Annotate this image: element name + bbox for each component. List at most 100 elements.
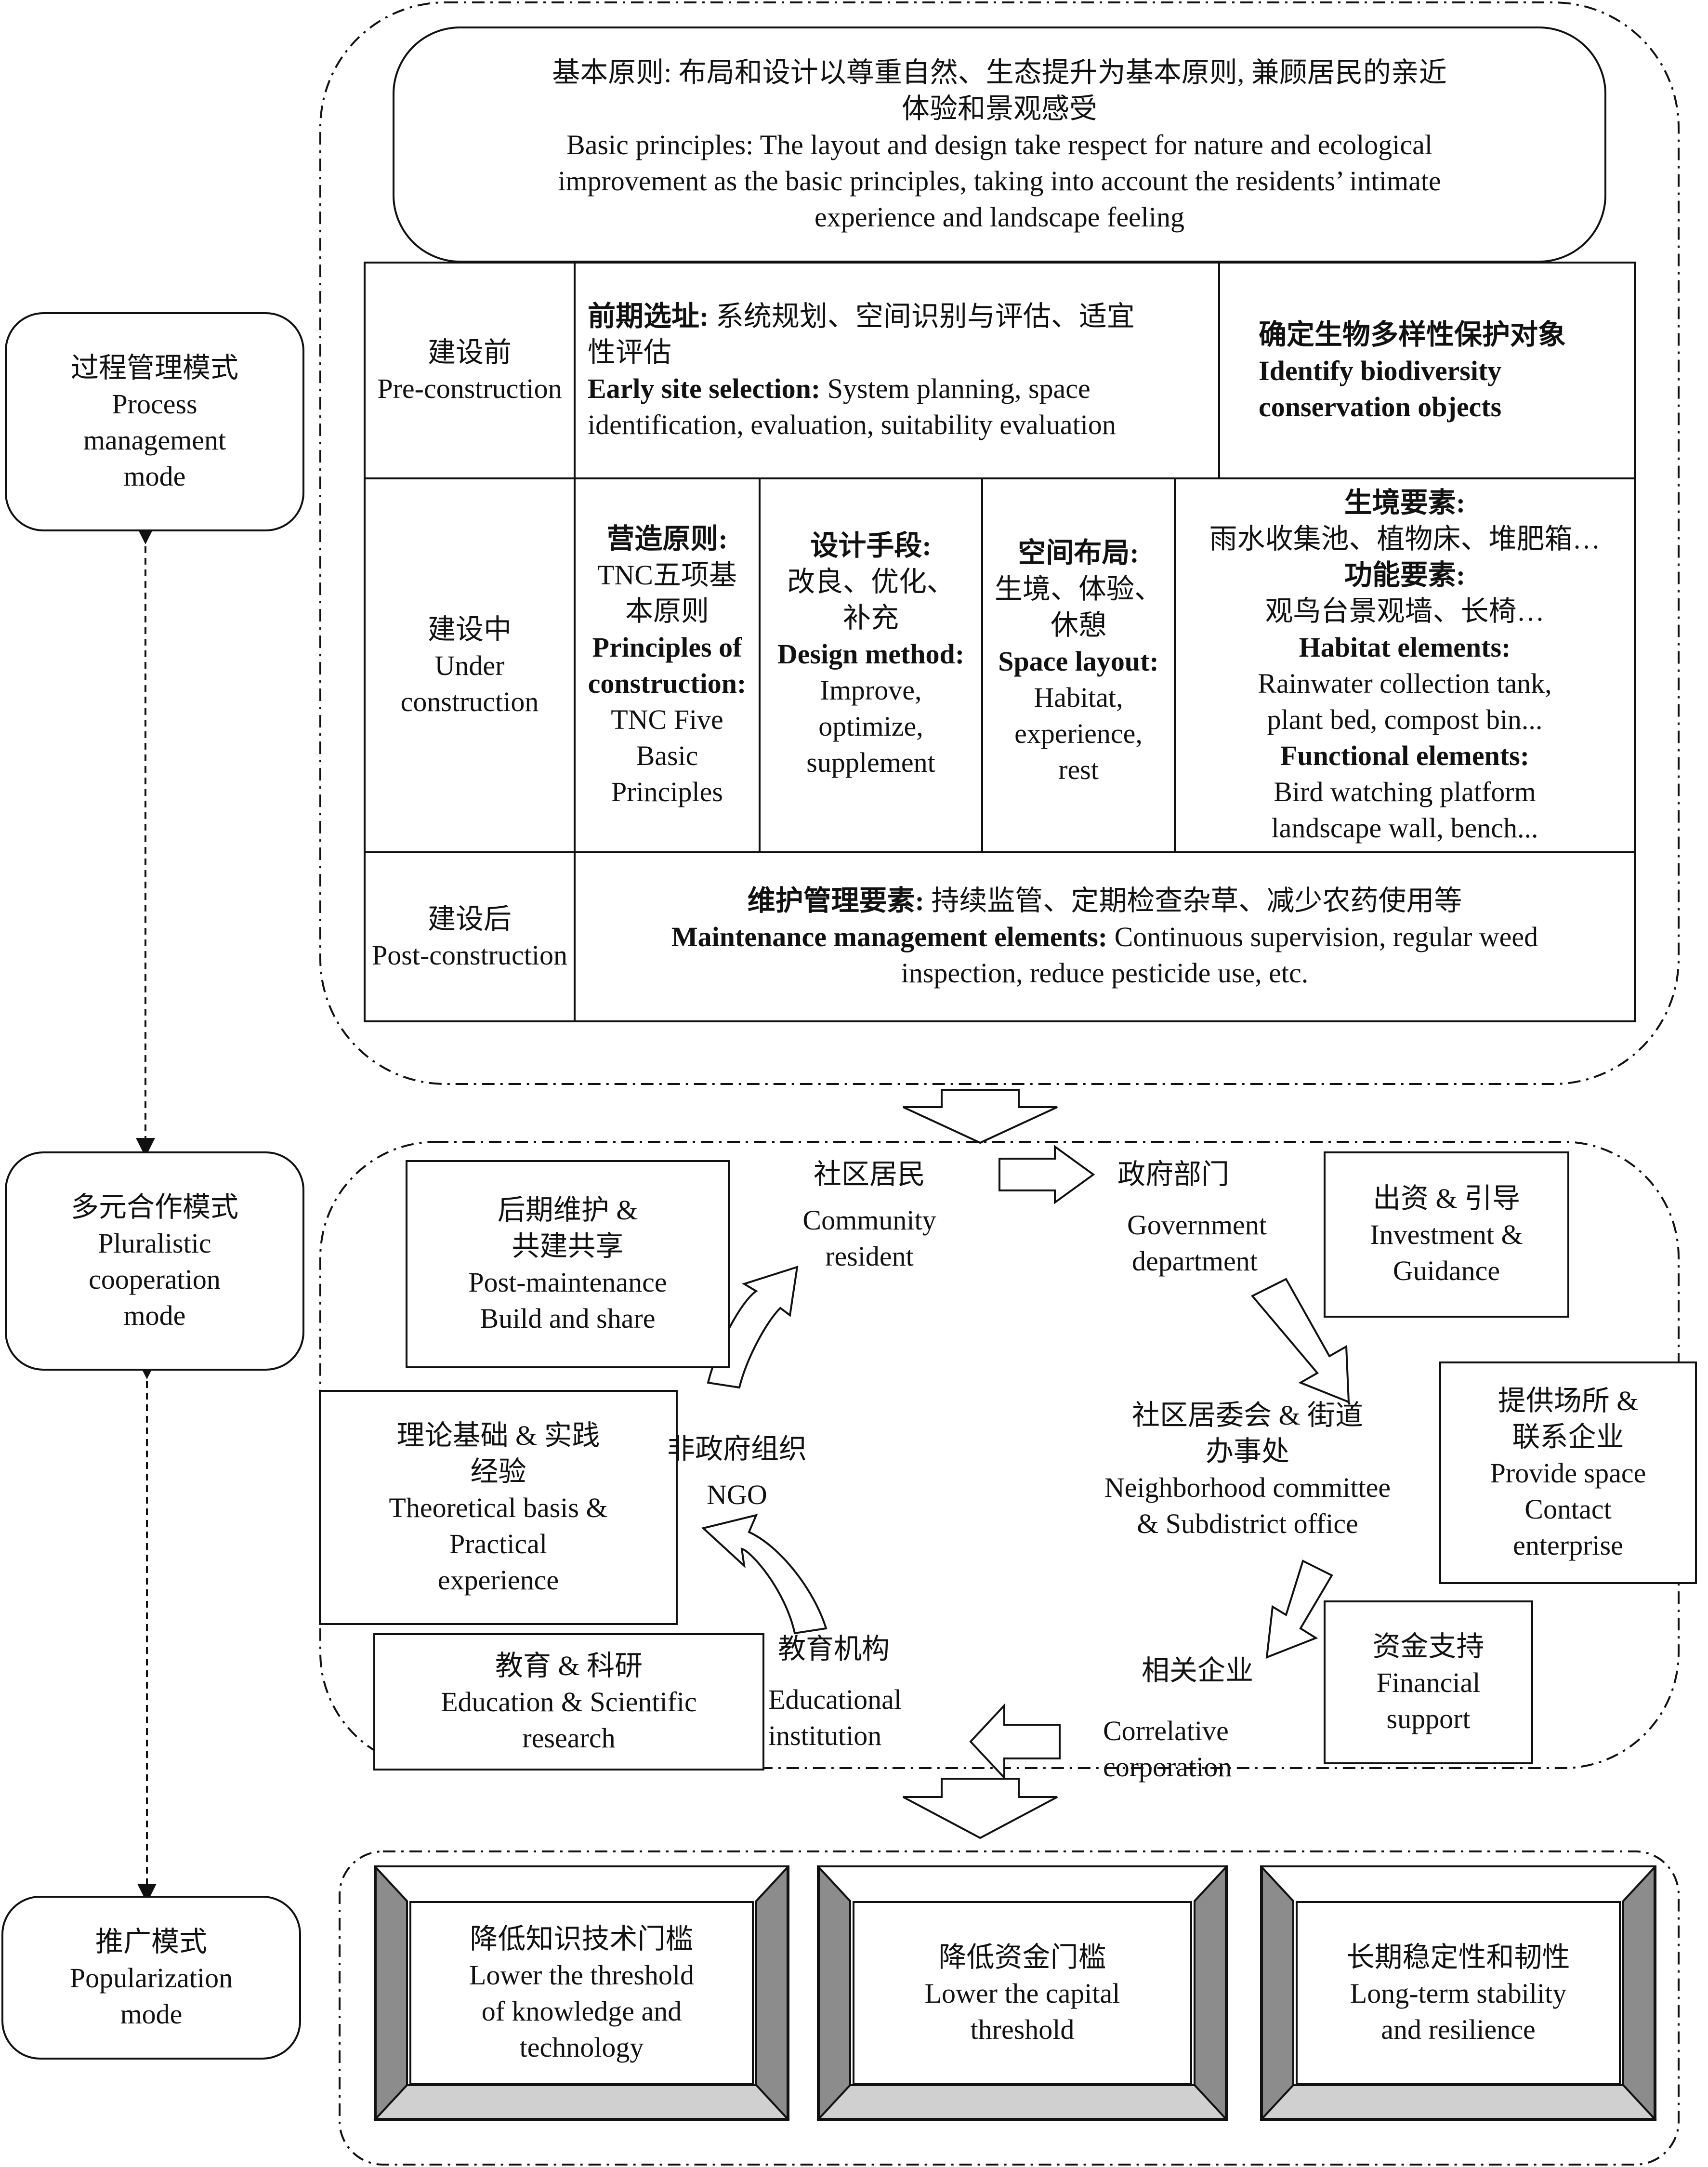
box-text: 提供场所 & [1498, 1385, 1639, 1416]
box-text: Build and share [480, 1303, 656, 1334]
investment-guidance-box: 出资 & 引导 Investment & Guidance [1324, 1151, 1569, 1318]
col-heading: Functional elements: [1280, 740, 1530, 771]
node-neighborhood-committee: 社区居委会 & 街道 办事处 Neighborhood committee & … [1084, 1397, 1411, 1542]
principles-cn-line: 基本原则: 布局和设计以尊重自然、生态提升为基本原则, 兼顾居民的亲近 [552, 56, 1447, 88]
pre-construction-label: 建设前 Pre-construction [364, 262, 576, 479]
col-text: supplement [806, 747, 935, 778]
box-text: Practical [449, 1528, 547, 1559]
arrow-government-to-neighborhood [1250, 1278, 1350, 1404]
basic-principles-box: 基本原则: 布局和设计以尊重自然、生态提升为基本原则, 兼顾居民的亲近 体验和景… [393, 26, 1606, 263]
financial-support-box: 资金支持 Financial support [1324, 1600, 1533, 1764]
education-research-box: 教育 & 科研 Education & Scientific research [373, 1633, 764, 1771]
maintenance-elements-cell: 维护管理要素: 持续监管、定期检查杂草、减少农药使用等 Maintenance … [574, 851, 1636, 1022]
box-text: Post-maintenance [468, 1267, 667, 1298]
col-text: Bird watching platform [1274, 776, 1536, 807]
item-text: Lower the capital [924, 1977, 1120, 2009]
box-text: Financial [1376, 1666, 1481, 1698]
mode-label-cn: 推广模式 [95, 1926, 207, 1957]
down-arrow-2 [903, 1778, 1058, 1839]
node-en: department [1132, 1245, 1258, 1277]
col-heading: 空间布局: [1018, 537, 1139, 568]
node-cn: 社区居委会 & 街道 [1131, 1400, 1364, 1431]
node-en: & Subdistrict office [1137, 1508, 1358, 1539]
maintenance-en-text: Continuous supervision, regular weed [1107, 921, 1538, 952]
box-text: support [1386, 1703, 1471, 1734]
under-construction-label: 建设中 Under construction [364, 477, 576, 853]
col-text: optimize, [818, 711, 923, 742]
mode-label-en: Pluralistic [98, 1227, 211, 1259]
node-en: Government [1127, 1209, 1267, 1241]
stage-label-cn: 建设后 [427, 903, 512, 935]
arrow-education-to-ngo [701, 1514, 828, 1635]
site-cn-heading: 前期选址: [588, 301, 709, 332]
box-text: 资金支持 [1372, 1630, 1485, 1662]
item-text: of knowledge and [481, 1995, 682, 2027]
mode-label-cn: 过程管理模式 [70, 352, 238, 383]
box-text: 理论基础 & 实践 [396, 1419, 600, 1451]
maintenance-en-heading: Maintenance management elements: [671, 921, 1108, 952]
item-text: 长期稳定性和韧性 [1346, 1941, 1570, 1973]
item-text: and resilience [1381, 2013, 1536, 2045]
mode-box-process: 过程管理模式 Process management mode [5, 312, 304, 531]
theoretical-basis-box: 理论基础 & 实践 经验 Theoretical basis & Practic… [319, 1390, 678, 1625]
col-heading: 功能要素: [1344, 559, 1466, 591]
bio-en-text: conservation objects [1259, 391, 1502, 423]
box-text: Education & Scientific [441, 1686, 697, 1718]
col-text: TNC Five [611, 704, 723, 735]
node-cn: 办事处 [1205, 1436, 1289, 1467]
col-text: Rainwater collection tank, [1258, 668, 1552, 699]
box-text: Contact [1524, 1493, 1612, 1525]
box-text: 经验 [470, 1455, 526, 1487]
node-en: Community [802, 1204, 936, 1236]
biodiversity-objects-cell: 确定生物多样性保护对象 Identify biodiversity conser… [1218, 262, 1636, 479]
mode-box-popularization: 推广模式 Popularization mode [1, 1896, 301, 2060]
popularization-item-face: 降低知识技术门槛 Lower the threshold of knowledg… [409, 1901, 754, 2085]
node-cn: 政府部门 [1117, 1159, 1230, 1190]
item-text: 降低知识技术门槛 [470, 1923, 694, 1955]
box-text: 共建共享 [512, 1230, 624, 1262]
stage-label-en: construction [400, 686, 539, 717]
site-cn-text: 性评估 [588, 337, 672, 368]
col-heading: 生境要素: [1344, 487, 1466, 518]
node-correlative-corporation: 相关企业 Correlative corporation [1103, 1652, 1296, 1785]
space-layout-cell: 空间布局: 生境、体验、 休憩 Space layout: Habitat, e… [981, 477, 1176, 853]
col-heading: 营造原则: [606, 523, 728, 555]
stage-label-cn: 建设前 [427, 337, 512, 368]
node-en: Educational [768, 1684, 902, 1715]
stage-label-en: Pre-construction [377, 373, 562, 404]
popularization-item-2: 降低资金门槛 Lower the capital threshold [817, 1865, 1228, 2121]
col-heading: 设计手段: [810, 530, 932, 561]
bevel-facets-1 [373, 1864, 790, 2122]
col-text: Principles [611, 776, 723, 807]
arrow-community-to-government [999, 1145, 1095, 1204]
stage-label-cn: 建设中 [427, 613, 512, 645]
col-text: 观鸟台景观墙、长椅… [1265, 595, 1545, 627]
box-text: Theoretical basis & [389, 1492, 608, 1523]
post-construction-label: 建设后 Post-construction [364, 851, 576, 1022]
item-text: Lower the threshold [469, 1959, 695, 1991]
item-text: technology [519, 2032, 644, 2063]
node-government-department: 政府部门 Government department [1093, 1156, 1315, 1279]
site-en-heading: Early site selection: [588, 373, 821, 404]
box-text: 联系企业 [1512, 1421, 1624, 1453]
maintenance-cn-text: 持续监管、定期检查杂草、减少农药使用等 [924, 885, 1462, 916]
habitat-elements-cell: 生境要素: 雨水收集池、植物床、堆肥箱… 功能要素: 观鸟台景观墙、长椅… Ha… [1174, 477, 1636, 853]
popularization-item-3: 长期稳定性和韧性 Long-term stability and resilie… [1260, 1865, 1656, 2121]
down-arrow-1 [903, 1089, 1058, 1144]
box-text: Investment & [1370, 1219, 1523, 1250]
node-cn: 教育机构 [778, 1633, 890, 1665]
site-en-text: System planning, space [820, 373, 1090, 404]
node-cn: 非政府组织 [667, 1433, 807, 1465]
popularization-item-face: 长期稳定性和韧性 Long-term stability and resilie… [1296, 1901, 1621, 2085]
mode-label-en: mode [123, 1299, 186, 1331]
arrow-neighborhood-to-corporation [1265, 1559, 1333, 1659]
mode-label-cn: 多元合作模式 [70, 1191, 238, 1223]
box-text: research [522, 1722, 616, 1754]
mode-label-en: Popularization [69, 1962, 233, 1994]
node-cn: 相关企业 [1142, 1655, 1254, 1686]
col-text: landscape wall, bench... [1271, 812, 1538, 844]
stage-label-en: Post-construction [372, 939, 567, 971]
col-text: experience, [1014, 718, 1143, 749]
col-heading: Habitat elements: [1299, 632, 1511, 663]
